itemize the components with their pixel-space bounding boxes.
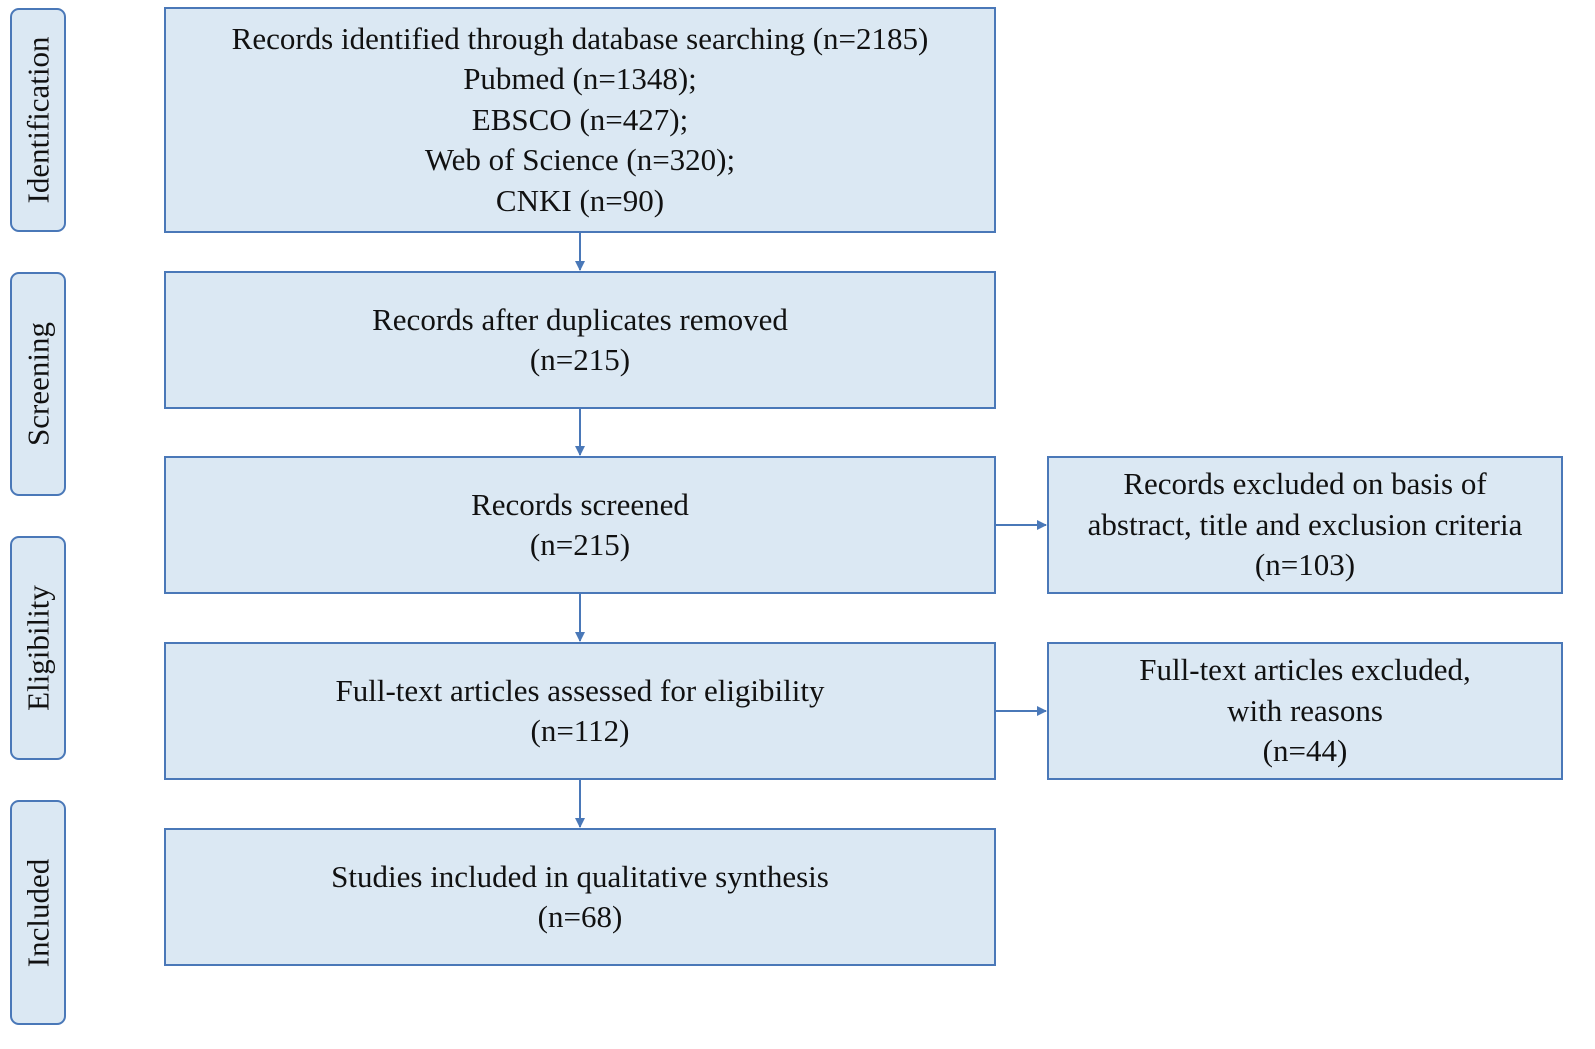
fulltext-excluded-count: (n=44) bbox=[1262, 733, 1348, 769]
records-identified-box: Records identified through database sear… bbox=[164, 7, 996, 233]
cnki-count: CNKI (n=90) bbox=[495, 182, 665, 218]
studies-included-count: (n=68) bbox=[537, 899, 623, 934]
duplicates-removed-count: (n=215) bbox=[529, 342, 631, 377]
fulltext-excluded-line-1: Full-text articles excluded, bbox=[1139, 652, 1471, 688]
records-screened-box: Records screened (n=215) bbox=[164, 456, 996, 594]
duplicates-removed-box: Records after duplicates removed (n=215) bbox=[164, 271, 996, 409]
stage-included: Included bbox=[10, 800, 66, 1025]
studies-included-box: Studies included in qualitative synthesi… bbox=[164, 828, 996, 966]
records-excluded-count: (n=103) bbox=[1254, 547, 1356, 583]
duplicates-removed-label: Records after duplicates removed bbox=[372, 301, 788, 337]
web-of-science-count: Web of Science (n=320); bbox=[424, 142, 736, 178]
stage-identification: Identification bbox=[10, 8, 66, 232]
records-identified-line: Records identified through database sear… bbox=[231, 20, 929, 56]
fulltext-excluded-box: Full-text articles excluded, with reason… bbox=[1047, 642, 1563, 780]
fulltext-assessed-box: Full-text articles assessed for eligibil… bbox=[164, 642, 996, 780]
stage-screening: Screening bbox=[10, 272, 66, 496]
records-excluded-box: Records excluded on basis of abstract, t… bbox=[1047, 456, 1563, 594]
studies-included-label: Studies included in qualitative synthesi… bbox=[331, 858, 829, 894]
records-excluded-line-2: abstract, title and exclusion criteria bbox=[1087, 506, 1523, 542]
fulltext-assessed-count: (n=112) bbox=[530, 713, 630, 748]
stage-eligibility: Eligibility bbox=[10, 536, 66, 760]
fulltext-excluded-line-2: with reasons bbox=[1227, 692, 1383, 728]
fulltext-assessed-label: Full-text articles assessed for eligibil… bbox=[335, 672, 825, 708]
pubmed-count: Pubmed (n=1348); bbox=[463, 61, 697, 97]
records-excluded-line-1: Records excluded on basis of bbox=[1123, 466, 1487, 502]
records-screened-count: (n=215) bbox=[529, 527, 631, 562]
ebsco-count: EBSCO (n=427); bbox=[471, 101, 689, 137]
records-screened-label: Records screened bbox=[471, 486, 689, 522]
